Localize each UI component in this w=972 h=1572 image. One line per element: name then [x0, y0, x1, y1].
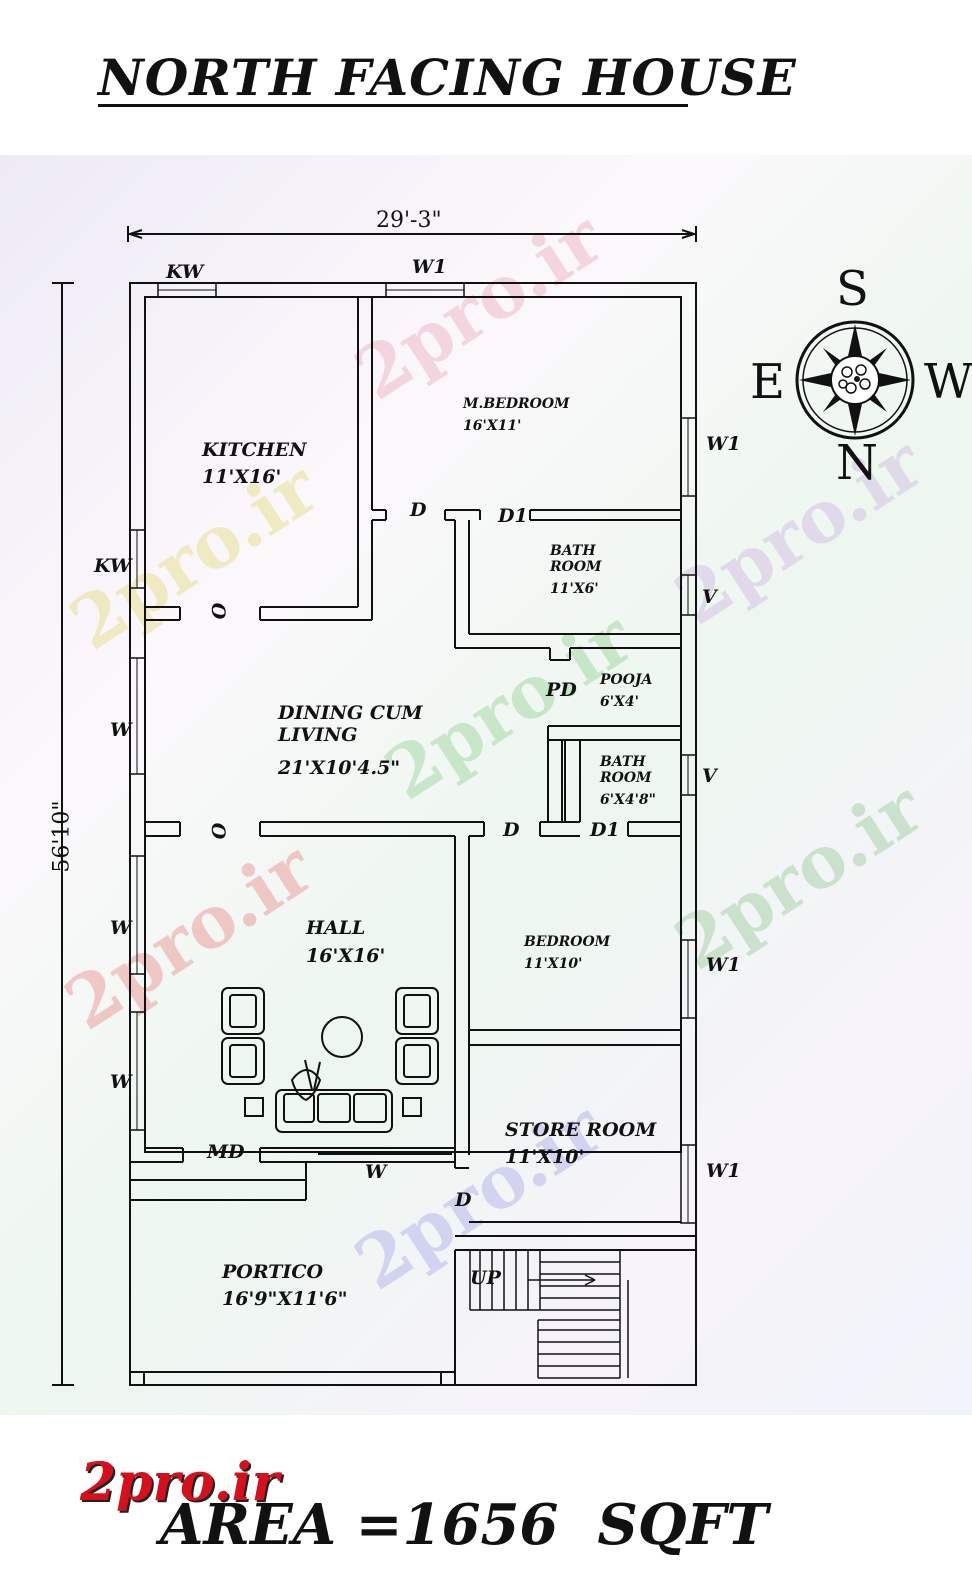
background-wash: [0, 155, 972, 1415]
opening-o-kitchen: O: [208, 602, 231, 620]
room-kitchen-name: KITCHEN: [202, 439, 307, 461]
opening-w-hall-2: W: [110, 1071, 132, 1093]
room-pooja-size: 6'X4': [600, 694, 639, 710]
opening-w-hall-1: W: [110, 917, 132, 939]
room-portico-name: PORTICO: [222, 1261, 323, 1283]
depth-dimension: 56'10": [49, 800, 75, 873]
opening-w-front: W: [365, 1161, 387, 1183]
compass-north-label: N: [836, 435, 878, 491]
opening-o-hall: O: [208, 822, 231, 840]
opening-w1-store: W1: [706, 1160, 741, 1182]
room-bath1-name: BATH ROOM: [550, 543, 602, 576]
opening-pd: PD: [546, 679, 577, 701]
opening-d-mbed: D: [410, 499, 427, 521]
opening-d1-bath: D1: [498, 505, 528, 527]
opening-v-bath2: V: [702, 765, 717, 787]
opening-d-bed: D: [503, 819, 520, 841]
opening-w-dining: W: [110, 719, 132, 741]
room-store-name: STORE ROOM: [505, 1119, 657, 1141]
opening-w1-top: W1: [412, 256, 447, 278]
room-hall-name: HALL: [306, 917, 366, 939]
room-dining-name: DINING CUM LIVING: [278, 702, 423, 746]
room-master-bedroom-size: 16'X11': [463, 418, 522, 434]
room-bedroom-name: BEDROOM: [524, 934, 611, 950]
room-bath1-size: 11'X6': [550, 581, 599, 597]
opening-kw-top: KW: [166, 261, 204, 283]
opening-w1-bed: W1: [706, 954, 741, 976]
opening-d-store: D: [455, 1189, 472, 1211]
sofa-set: [221, 987, 439, 1133]
compass-west-label: W: [924, 354, 972, 410]
stair-up-label: UP: [470, 1267, 501, 1289]
staircase: [469, 1249, 629, 1379]
opening-w1-mbed: W1: [706, 433, 741, 455]
brand-logo: 2pro.ir: [80, 1452, 279, 1513]
compass-south-label: S: [836, 261, 869, 317]
room-portico-size: 16'9"X11'6": [222, 1288, 348, 1310]
compass-east-label: E: [750, 354, 786, 410]
opening-md: MD: [207, 1141, 245, 1163]
room-bath2-size: 6'X4'8": [600, 792, 656, 808]
room-hall-size: 16'X16': [306, 945, 386, 967]
room-store-size: 11'X10': [505, 1146, 585, 1168]
room-master-bedroom-name: M.BEDROOM: [463, 396, 570, 412]
room-bedroom-size: 11'X10': [524, 956, 583, 972]
width-dimension: 29'-3": [376, 208, 442, 233]
opening-d1-bath2: D1: [590, 819, 620, 841]
room-pooja-name: POOJA: [600, 672, 653, 688]
title-underline: [98, 104, 688, 107]
opening-v-bath1: V: [702, 586, 717, 608]
area-label: AREA =1656 SQFT: [160, 1492, 769, 1558]
opening-kw-left: KW: [94, 555, 132, 577]
compass-icon: [795, 320, 915, 440]
room-bath2-name: BATH ROOM: [600, 754, 652, 787]
room-kitchen-size: 11'X16': [202, 466, 282, 488]
page-title: NORTH FACING HOUSE: [98, 48, 797, 107]
room-dining-size: 21'X10'4.5": [278, 757, 401, 779]
